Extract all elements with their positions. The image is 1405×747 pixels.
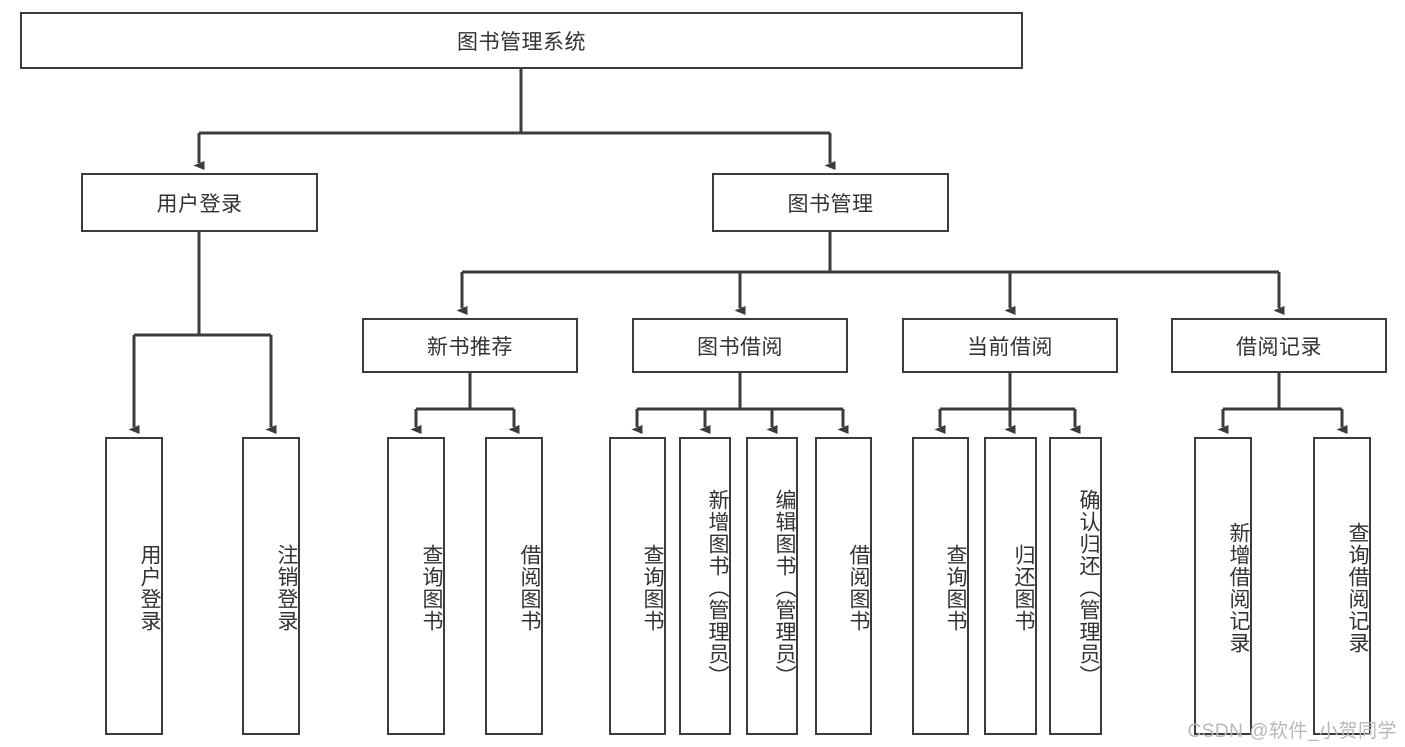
node-edit-book[interactable]: 编辑图书（管理员） xyxy=(746,437,798,735)
node-book-manage[interactable]: 图书管理 xyxy=(712,173,949,232)
node-user-logout[interactable]: 注销登录 xyxy=(242,437,300,735)
node-confirm-return[interactable]: 确认归还（管理员） xyxy=(1049,437,1102,735)
node-borrow-book-2-label: 借阅图书 xyxy=(847,544,870,632)
node-borrow-book-2[interactable]: 借阅图书 xyxy=(815,437,872,735)
node-book-manage-label: 图书管理 xyxy=(787,192,874,216)
node-borrow-book-1-label: 借阅图书 xyxy=(518,544,541,632)
node-add-book-label: 新增图书（管理员） xyxy=(706,489,729,687)
node-return-book[interactable]: 归还图书 xyxy=(984,437,1037,735)
node-query-book-2[interactable]: 查询图书 xyxy=(609,437,666,735)
node-book-borrow-label: 图书借阅 xyxy=(697,335,783,359)
node-add-book[interactable]: 新增图书（管理员） xyxy=(679,437,731,735)
node-user-login-do-label: 用户登录 xyxy=(138,544,161,632)
node-query-book-1-label: 查询图书 xyxy=(420,544,443,632)
node-query-book-3-label: 查询图书 xyxy=(944,544,967,632)
node-user-login-do[interactable]: 用户登录 xyxy=(105,437,163,735)
node-user-login[interactable]: 用户登录 xyxy=(81,173,318,232)
node-user-logout-label: 注销登录 xyxy=(275,544,298,632)
node-borrow-record-label: 借阅记录 xyxy=(1236,335,1322,359)
node-query-book-3[interactable]: 查询图书 xyxy=(912,437,969,735)
node-query-record-label: 查询借阅记录 xyxy=(1346,522,1369,654)
node-borrow-record[interactable]: 借阅记录 xyxy=(1171,318,1387,373)
node-user-login-label: 用户登录 xyxy=(156,192,243,216)
node-book-borrow[interactable]: 图书借阅 xyxy=(632,318,848,373)
node-confirm-return-label: 确认归还（管理员） xyxy=(1077,489,1100,687)
node-root-label: 图书管理系统 xyxy=(457,30,586,54)
node-edit-book-label: 编辑图书（管理员） xyxy=(773,489,796,687)
node-new-book-rec-label: 新书推荐 xyxy=(427,335,513,359)
node-query-book-1[interactable]: 查询图书 xyxy=(387,437,445,735)
node-return-book-label: 归还图书 xyxy=(1012,544,1035,632)
node-root[interactable]: 图书管理系统 xyxy=(20,12,1023,69)
node-new-book-rec[interactable]: 新书推荐 xyxy=(362,318,578,373)
node-query-record[interactable]: 查询借阅记录 xyxy=(1313,437,1371,735)
node-current-borrow[interactable]: 当前借阅 xyxy=(902,318,1118,373)
node-add-record[interactable]: 新增借阅记录 xyxy=(1194,437,1252,735)
node-current-borrow-label: 当前借阅 xyxy=(967,335,1053,359)
node-borrow-book-1[interactable]: 借阅图书 xyxy=(485,437,543,735)
watermark: CSDN @软件_小贺同学 xyxy=(1187,721,1397,742)
node-add-record-label: 新增借阅记录 xyxy=(1227,522,1250,654)
node-query-book-2-label: 查询图书 xyxy=(641,544,664,632)
